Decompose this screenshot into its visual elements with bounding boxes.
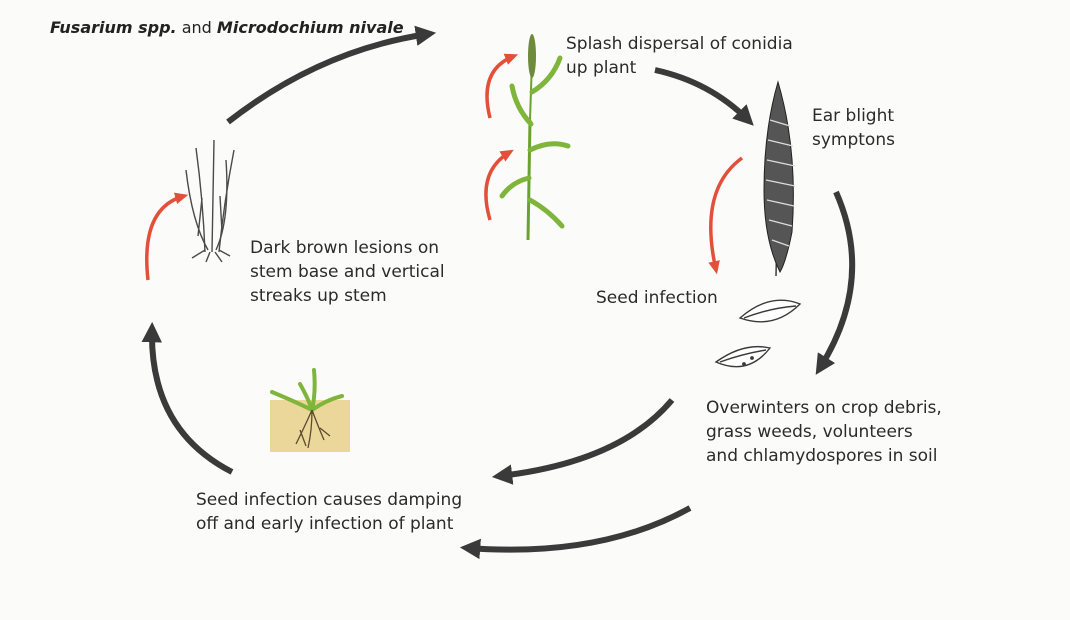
- title-organism-1: Fusarium spp.: [50, 18, 177, 37]
- damping-off-label: Seed infection causes damping off and ea…: [196, 488, 462, 536]
- wheat-plant-illustration: [502, 34, 568, 240]
- cycle-arrow-to-overwinter: [820, 192, 852, 368]
- overwinters-label: Overwinters on crop debris, grass weeds,…: [706, 396, 942, 468]
- title-connector: and: [182, 18, 212, 37]
- infection-arrow-splash-lower: [486, 152, 510, 220]
- infection-arrow-stem-base: [147, 196, 184, 280]
- title-organism-2: Microdochium nivale: [217, 18, 404, 37]
- infected-seeds-illustration: [716, 300, 800, 366]
- cycle-arrow-to-lesions: [152, 330, 232, 472]
- seed-infection-label: Seed infection: [596, 286, 718, 310]
- cycle-arrow-to-splash: [228, 34, 428, 122]
- stem-base-illustration: [186, 140, 234, 262]
- lesions-label: Dark brown lesions on stem base and vert…: [250, 236, 445, 308]
- splash-dispersal-label: Splash dispersal of conidia up plant: [566, 32, 793, 80]
- infected-ear-illustration: [764, 82, 795, 276]
- seedling-illustration: [270, 370, 350, 452]
- infection-arrow-seed: [711, 158, 742, 270]
- diagram-title: Fusarium spp. and Microdochium nivale: [50, 18, 404, 37]
- ear-blight-label: Ear blight symptons: [812, 104, 895, 152]
- cycle-arrow-to-damping-off-lower: [468, 508, 690, 550]
- cycle-arrow-to-damping-off-upper: [500, 400, 672, 476]
